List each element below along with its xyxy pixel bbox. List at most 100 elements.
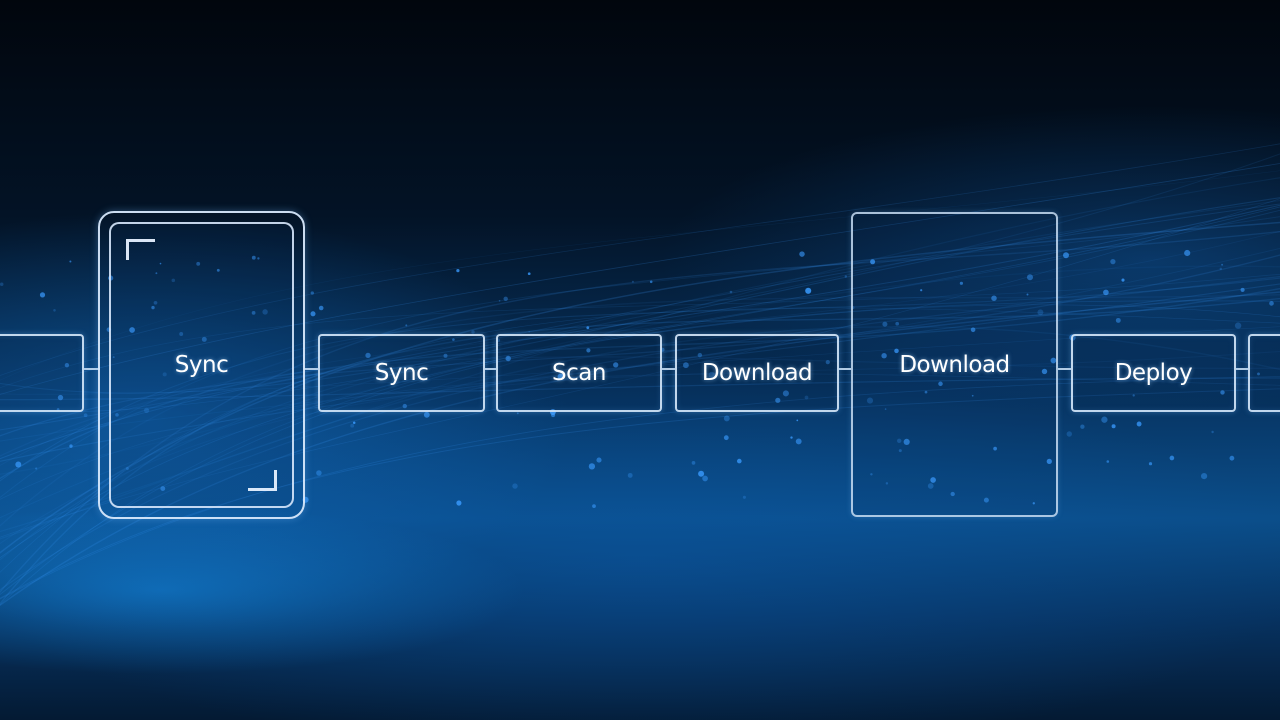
- pipeline-card-sync: Sync: [98, 211, 305, 519]
- network-particle: [895, 321, 900, 326]
- network-particle: [1041, 368, 1048, 375]
- network-particle: [69, 260, 72, 263]
- network-line: [0, 230, 1280, 594]
- pipeline-node-deploy: Deploy: [1071, 334, 1236, 412]
- network-line: [0, 283, 1280, 462]
- network-particle: [736, 458, 742, 464]
- network-particle: [171, 278, 176, 283]
- network-particle: [1046, 458, 1052, 465]
- network-particle: [159, 262, 162, 265]
- network-particle: [251, 311, 256, 315]
- network-particle: [423, 411, 430, 418]
- network-particle: [894, 348, 899, 354]
- network-particle: [53, 309, 56, 312]
- network-line: [0, 177, 1280, 533]
- network-particle: [782, 390, 789, 397]
- connector: [1058, 368, 1071, 370]
- network-particle: [796, 419, 799, 422]
- network-particle: [125, 467, 129, 470]
- network-line: [0, 297, 1280, 606]
- network-line: [0, 273, 1280, 389]
- network-line: [0, 377, 1280, 401]
- network-particle: [1106, 460, 1110, 463]
- corner-bracket-icon: [126, 239, 155, 260]
- network-line: [0, 291, 1280, 607]
- network-particle: [452, 338, 455, 341]
- network-particle: [1101, 416, 1108, 423]
- network-line: [0, 230, 1280, 466]
- connector: [839, 368, 851, 370]
- network-particle: [881, 353, 887, 359]
- network-line: [0, 307, 1280, 573]
- network-particle: [1063, 252, 1069, 259]
- network-line: [0, 275, 1280, 591]
- network-particle: [115, 413, 119, 417]
- network-line: [0, 247, 1280, 442]
- network-particle: [938, 381, 943, 387]
- pipeline-node-sync: Sync: [318, 334, 485, 412]
- network-line: [0, 293, 1280, 527]
- network-line: [0, 376, 1280, 600]
- network-line: [0, 304, 1280, 413]
- network-particle: [1121, 278, 1125, 282]
- network-line: [0, 153, 1280, 561]
- network-particle: [1184, 249, 1191, 257]
- network-particle: [959, 281, 964, 285]
- network-particle: [586, 348, 591, 353]
- network-line: [0, 200, 1280, 519]
- network-particle: [365, 352, 371, 359]
- network-line: [0, 163, 1280, 395]
- network-particle: [443, 353, 448, 358]
- network-line: [0, 209, 1280, 606]
- network-particle: [729, 290, 733, 294]
- network-particle: [927, 483, 934, 489]
- network-particle: [1050, 357, 1057, 364]
- network-particle: [57, 394, 64, 401]
- network-particle: [1240, 287, 1245, 292]
- network-particle: [1115, 317, 1121, 323]
- network-particle: [498, 299, 501, 302]
- network-particle: [920, 289, 923, 292]
- network-particle: [155, 272, 158, 275]
- network-particle: [257, 257, 260, 260]
- network-particle: [885, 482, 889, 485]
- network-particle: [1229, 455, 1235, 461]
- network-particle: [83, 413, 88, 418]
- network-particle: [69, 444, 73, 448]
- network-particle: [527, 272, 531, 276]
- network-particle: [805, 287, 812, 294]
- pipeline-node-scan: Scan: [496, 334, 662, 412]
- pipeline-card-download: Download: [851, 212, 1058, 517]
- network-particle: [144, 407, 150, 413]
- network-particle: [903, 438, 910, 445]
- network-line: [0, 170, 1280, 381]
- network-particle: [505, 355, 511, 362]
- network-particle: [870, 473, 873, 476]
- connector: [84, 368, 100, 370]
- network-particle: [15, 461, 22, 468]
- network-particle: [0, 282, 4, 287]
- network-particle: [456, 500, 462, 506]
- network-particle: [627, 472, 633, 478]
- network-line: [0, 325, 1280, 540]
- network-particle: [1026, 293, 1029, 296]
- node-label: Sync: [374, 360, 429, 386]
- network-line: [0, 326, 1280, 395]
- network-particle: [804, 395, 809, 400]
- network-particle: [512, 483, 518, 489]
- network-particle: [201, 336, 207, 342]
- network-particle: [631, 280, 634, 283]
- network-particle: [866, 397, 874, 404]
- network-particle: [456, 268, 460, 273]
- network-particle: [310, 311, 316, 317]
- node-label: Download: [701, 360, 813, 386]
- card-label: Download: [899, 351, 1010, 378]
- network-particle: [799, 251, 805, 257]
- network-particle: [1066, 431, 1073, 437]
- network-particle: [790, 436, 793, 439]
- network-particle: [870, 259, 876, 265]
- network-line: [0, 388, 1280, 599]
- network-particle: [795, 438, 802, 445]
- network-particle: [950, 491, 955, 497]
